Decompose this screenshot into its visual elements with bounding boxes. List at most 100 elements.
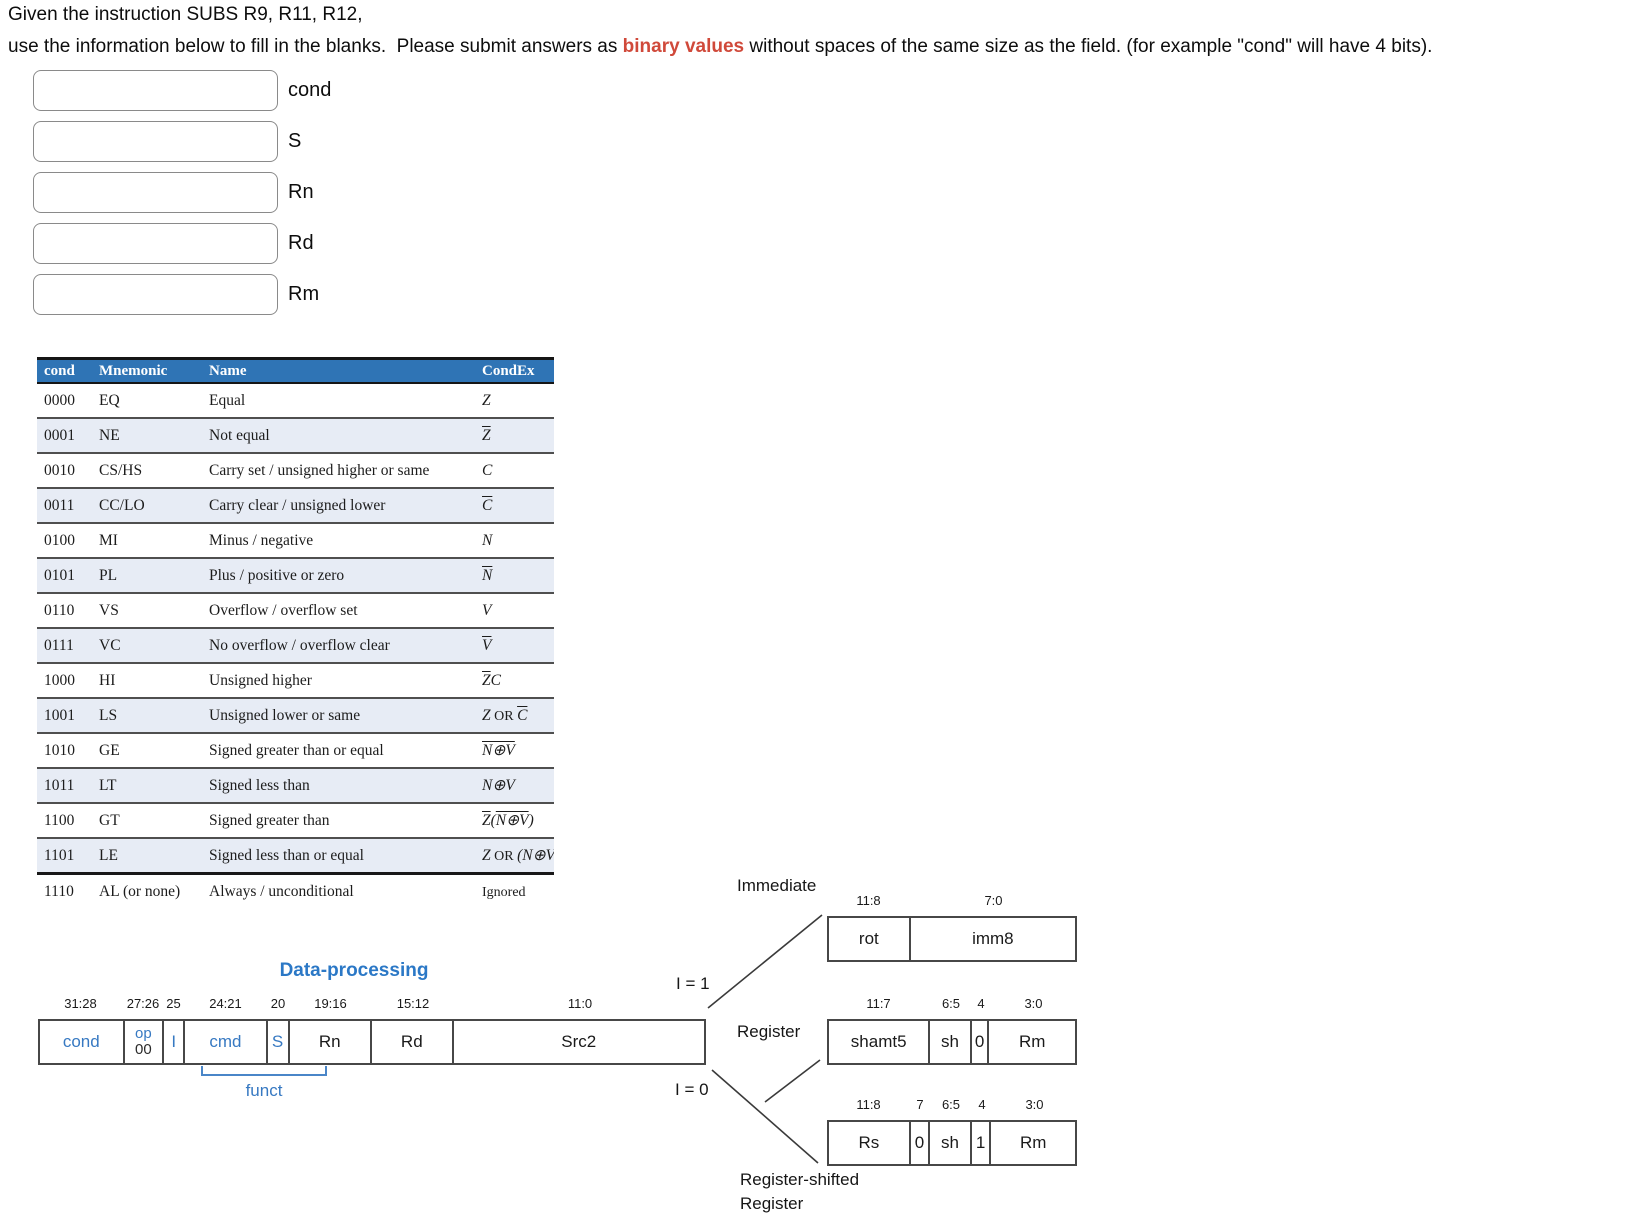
field-op-label: op [135,1025,152,1043]
condex-segment: C [517,706,528,724]
condex-cell: Z [475,418,554,454]
field-i: I [164,1021,186,1063]
field-rd: Rd [372,1021,454,1063]
cond-cell: 0101 [37,558,92,594]
name-cell: Always / unconditional [209,882,354,900]
condex-cell: N⊕V [475,733,554,769]
name-cell: Plus / positive or zero [202,558,475,594]
condex-segment: N [482,566,493,584]
i-equals-1-label: I = 1 [676,974,710,993]
condex-segment: ( [490,812,496,829]
condex-cell: Z [475,383,554,419]
condex-segment: N [482,531,493,549]
bit-range-row: 11:8 7:0 [827,893,1077,909]
name-cell: Not equal [202,418,475,454]
funct-bracket [201,1066,327,1076]
mnemonic-cell: GE [92,733,202,769]
condex-cell: N [475,558,554,594]
cond-cell: 1011 [37,768,92,804]
bit-range-label: 20 [270,996,286,1011]
condex-segment: Z [482,706,491,724]
cond-cell: 1000 [37,663,92,699]
bit-range-label: 31:28 [64,996,97,1011]
column-header: Name [202,357,475,384]
bit-range-label: 6:5 [941,996,961,1011]
field-shamt5: shamt5 [829,1021,931,1063]
condex-cell: Z OR C [475,698,554,734]
answer-input-cond[interactable] [33,70,278,111]
immediate-label: Immediate [737,876,817,895]
bit-range-label: 11:0 [567,996,593,1011]
connector-line-register-shifted [711,1069,819,1164]
bit-range-label: 3:0 [1025,1097,1044,1112]
condex-segment: Z [482,812,491,829]
answer-input-rm[interactable] [33,274,278,315]
name-cell: Signed less than or equal [202,838,475,875]
connector-line-register [764,1059,821,1103]
mnemonic-cell: EQ [92,383,202,419]
cond-cell: 0011 [37,488,92,524]
answer-field-row: Rd [33,223,453,264]
field-sh: sh [930,1021,972,1063]
cond-cell: 1101 [37,838,92,875]
field-1: 1 [972,1122,992,1164]
condex-segment: OR [490,708,518,724]
field-0: 0 [972,1021,990,1063]
question-line2-highlight: binary values [622,36,745,57]
field-src2: Src2 [561,1032,597,1051]
answer-input-s[interactable] [33,121,278,162]
field-imm8: imm8 [972,929,1014,948]
bit-range-label: 7:0 [984,893,1003,908]
condex-segment: N⊕V [495,812,529,829]
answer-input-rn[interactable] [33,172,278,213]
condex-cell: N⊕V [475,768,554,804]
field-0: 0 [911,1122,931,1164]
name-cell: Overflow / overflow set [202,593,475,629]
field-rm: Rm [1018,1032,1046,1051]
cond-cell: 0110 [37,593,92,629]
condex-cell: V [475,593,554,629]
condex-segment: N⊕V [482,777,515,794]
field-rn: Rn [290,1021,373,1063]
bit-range-label: 6:5 [941,1097,961,1112]
name-cell: Unsigned higher [202,663,475,699]
answer-input-rd[interactable] [33,223,278,264]
field-rs: Rs [829,1122,911,1164]
condex-cell: V [475,628,554,664]
field-s: S [268,1021,290,1063]
condex-cell: ZC [475,663,554,699]
register-shifted-label-line2: Register [740,1194,804,1213]
bit-range-label: 11:7 [866,996,891,1011]
name-cell: Carry clear / unsigned lower [202,488,475,524]
bit-range-label: 11:8 [856,893,881,908]
mnemonic-cell: MI [92,523,202,559]
condex-segment: ) [528,812,534,829]
condex-segment: Z [482,391,491,409]
column-header: Mnemonic [92,357,202,384]
mnemonic-cell: VC [92,628,202,664]
condex-segment: (N⊕V) [517,847,554,864]
mnemonic-cell: NE [92,418,202,454]
field-rm: Rm [1019,1133,1047,1152]
cond-cell: 1010 [37,733,92,769]
name-cell: Signed greater than or equal [202,733,475,769]
answer-field-row: cond [33,70,453,111]
